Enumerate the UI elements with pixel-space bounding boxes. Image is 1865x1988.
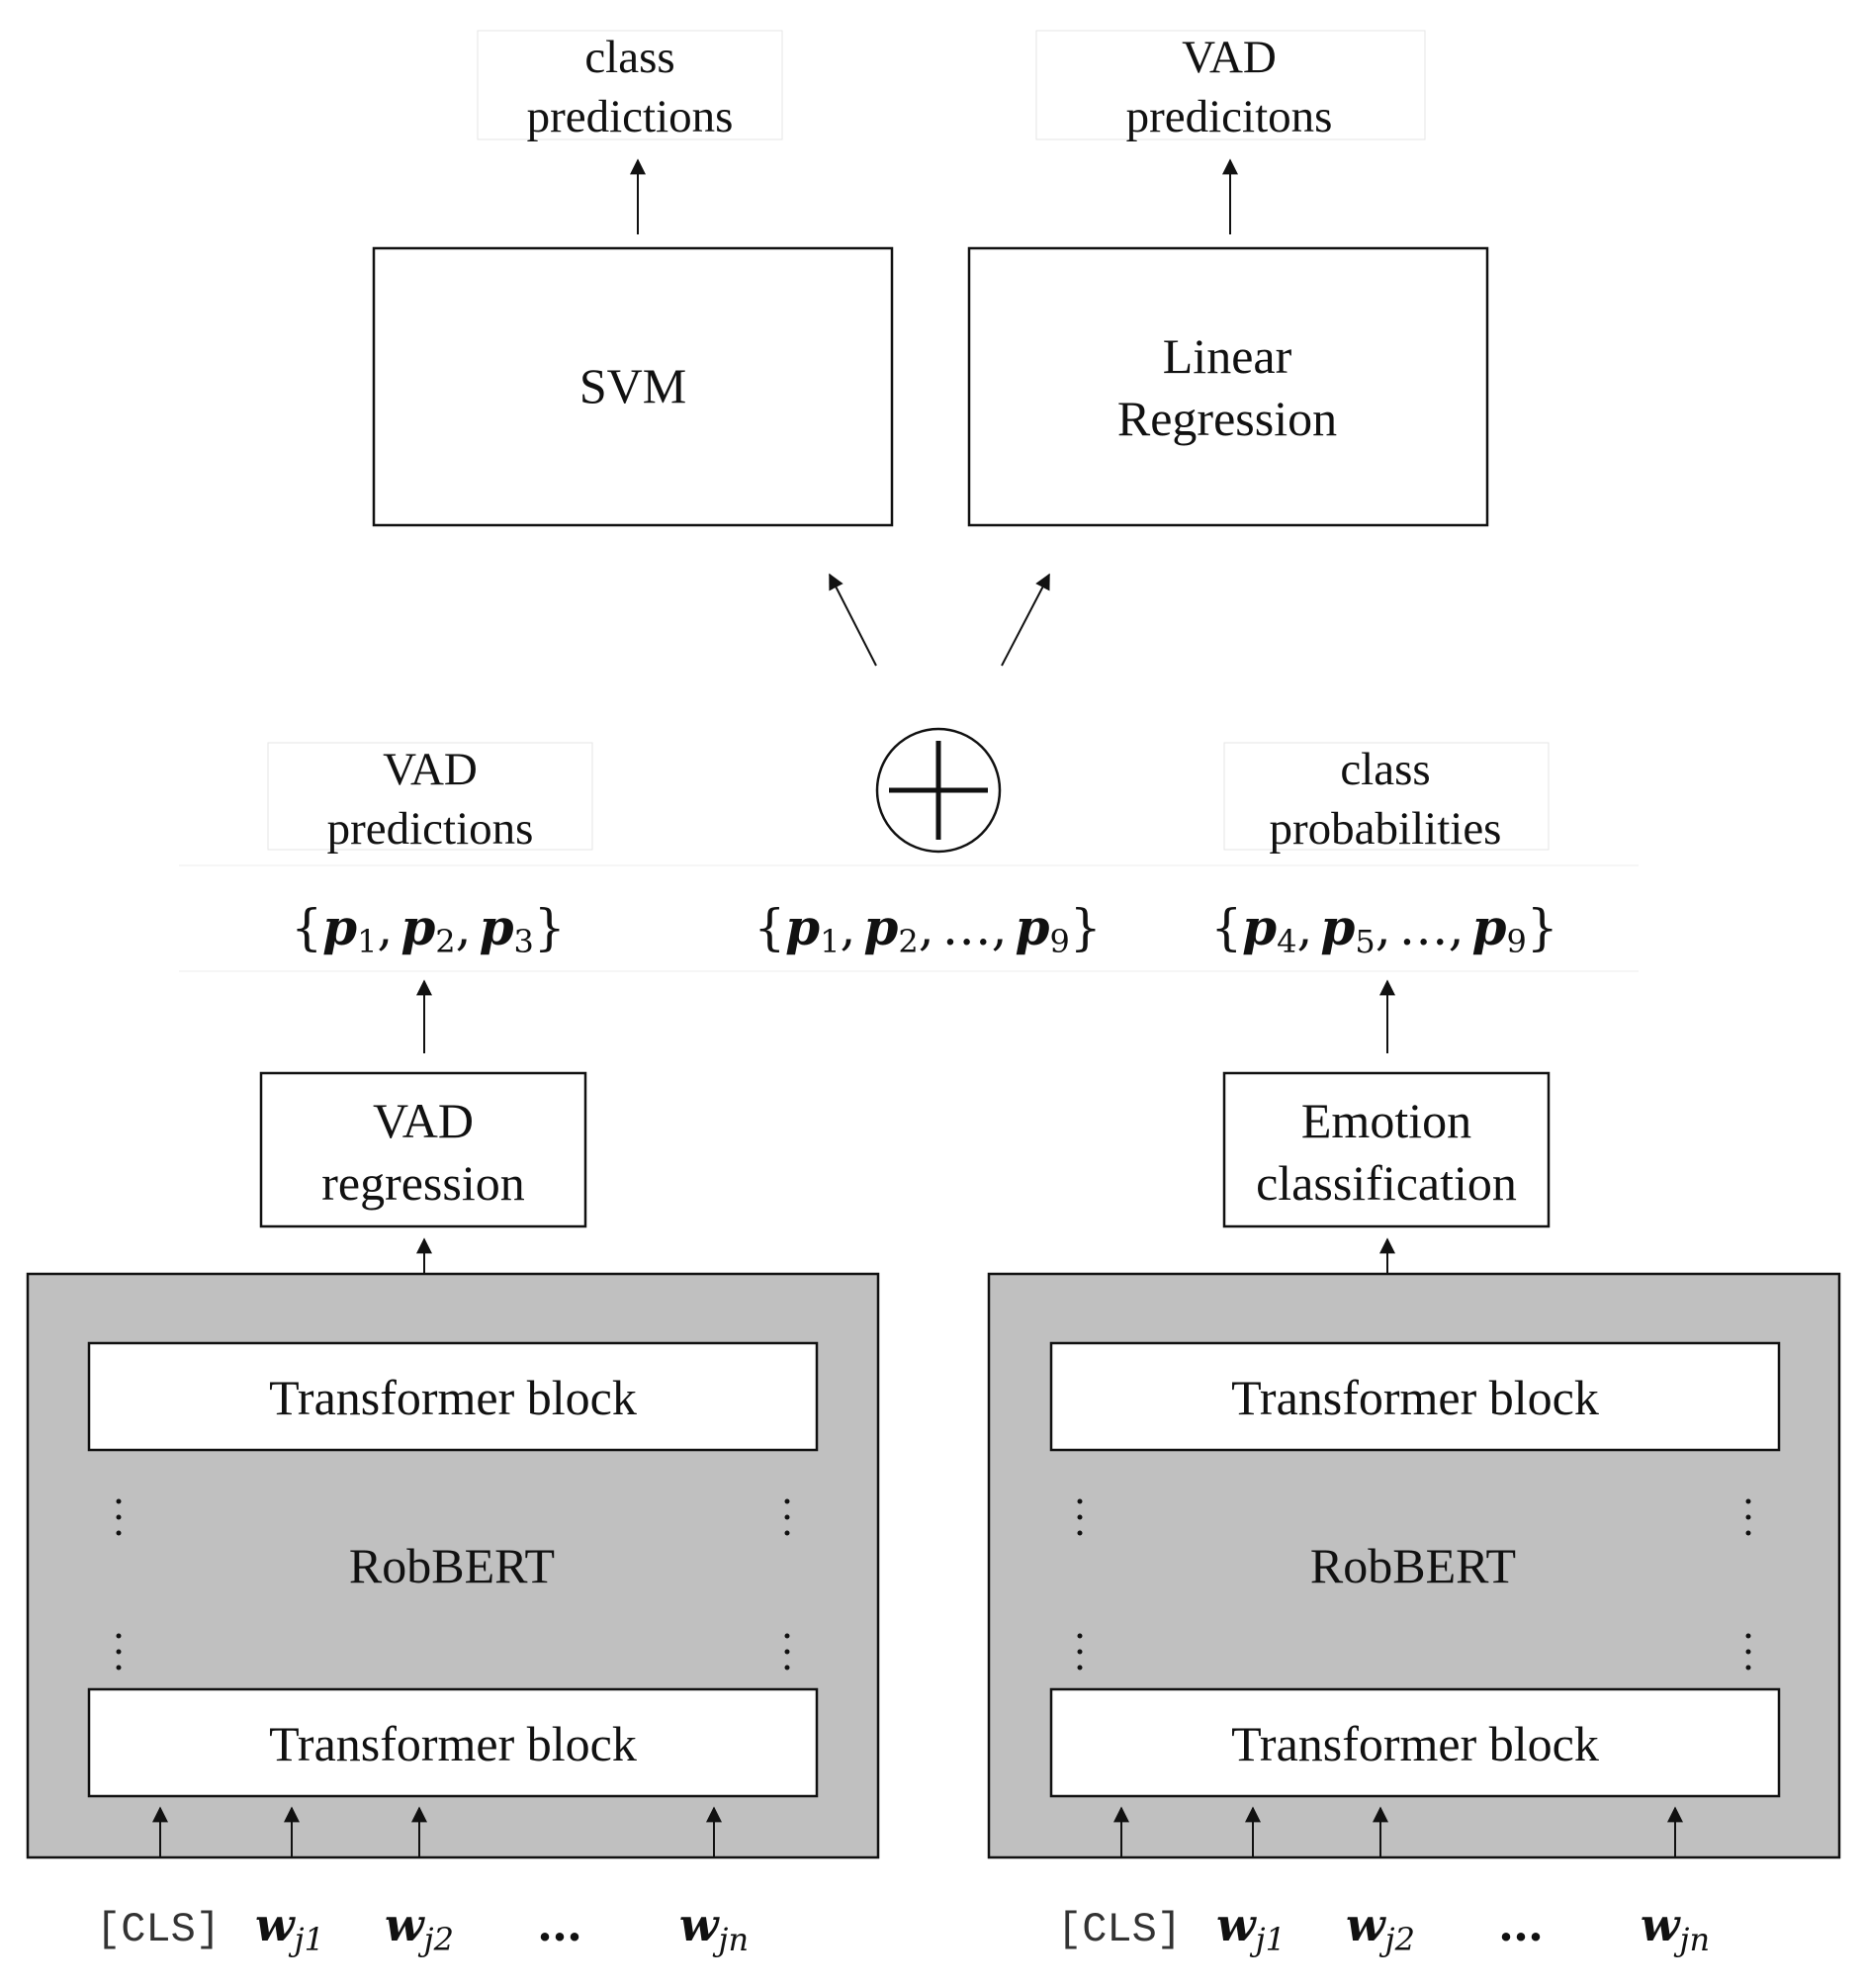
right-input-w-j2: wj2: [1346, 1898, 1415, 1958]
right-encoder-dots: [1077, 1498, 1751, 1671]
class-probabilities-line2: probabilities: [1270, 803, 1502, 855]
left-input-w-jn: wjn: [679, 1898, 749, 1958]
left-input-w-j2: wj2: [385, 1898, 454, 1958]
concat-to-lr-arrow: [1001, 573, 1050, 667]
vad-regression-box: VAD regression: [259, 1071, 587, 1228]
right-top-transformer-label: Transformer block: [1231, 1370, 1599, 1425]
vad-predictions-top-line2: predicitons: [1126, 91, 1333, 142]
class-predictions-line2: predictions: [527, 91, 734, 142]
right-bottom-transformer-block: [1049, 1687, 1781, 1798]
linear-regression-line2: Regression: [1117, 391, 1337, 446]
center-prob-set: {p1,p2,…,p9}: [754, 898, 1101, 960]
left-robbert-label: RobBERT: [349, 1538, 555, 1593]
right-input-w-jn: wjn: [1641, 1898, 1710, 1958]
left-prob-set: {p1,p2,p3}: [291, 898, 565, 960]
right-input-w-j1: wj1: [1216, 1898, 1286, 1958]
concat-symbol: [875, 727, 1002, 854]
vad-regression-line1: VAD: [373, 1093, 474, 1148]
class-probabilities-line1: class: [1340, 744, 1430, 795]
vad-predictions-top-line1: VAD: [1182, 32, 1277, 83]
emotion-classification-line2: classification: [1256, 1155, 1517, 1211]
linear-regression-line1: Linear: [1163, 328, 1292, 384]
vad-predictions-mid-label: VAD predictions: [267, 742, 593, 855]
left-robbert-encoder: Transformer block RobBERT Transformer bl…: [26, 1272, 880, 1859]
vad-predictions-top-label: VAD predicitons: [1035, 30, 1426, 142]
left-top-transformer-label: Transformer block: [269, 1370, 637, 1425]
vad-predictions-mid-line2: predictions: [327, 803, 534, 855]
class-predictions-label: class predictions: [477, 30, 783, 142]
right-input-cls: [CLS]: [1057, 1906, 1182, 1953]
right-bottom-transformer-label: Transformer block: [1231, 1716, 1599, 1771]
left-input-ellipsis: …: [537, 1898, 582, 1951]
left-bottom-transformer-label: Transformer block: [269, 1716, 637, 1771]
left-input-w-j1: wj1: [255, 1898, 324, 1958]
right-top-transformer-block: [1049, 1341, 1781, 1452]
right-robbert-encoder: Transformer block RobBERT Transformer bl…: [987, 1272, 1841, 1859]
emotion-classification-box: Emotion classification: [1222, 1071, 1551, 1228]
left-input-cls: [CLS]: [96, 1906, 221, 1953]
right-robbert-label: RobBERT: [1310, 1538, 1516, 1593]
right-prob-set: {p4,p5,…,p9}: [1210, 898, 1557, 960]
right-input-ellipsis: …: [1498, 1898, 1544, 1951]
left-encoder-dots: [116, 1498, 790, 1671]
class-predictions-line1: class: [584, 32, 674, 83]
emotion-classification-line1: Emotion: [1301, 1093, 1471, 1148]
vad-predictions-mid-line1: VAD: [383, 744, 478, 795]
class-probabilities-label: class probabilities: [1223, 742, 1550, 855]
svm-box: SVM: [372, 246, 894, 527]
linear-regression-box: Linear Regression: [967, 246, 1489, 527]
vad-regression-line2: regression: [321, 1155, 525, 1211]
left-top-transformer-block: [87, 1341, 819, 1452]
concat-to-svm-arrow: [829, 573, 877, 667]
svm-label: SVM: [579, 358, 686, 413]
left-bottom-transformer-block: [87, 1687, 819, 1798]
